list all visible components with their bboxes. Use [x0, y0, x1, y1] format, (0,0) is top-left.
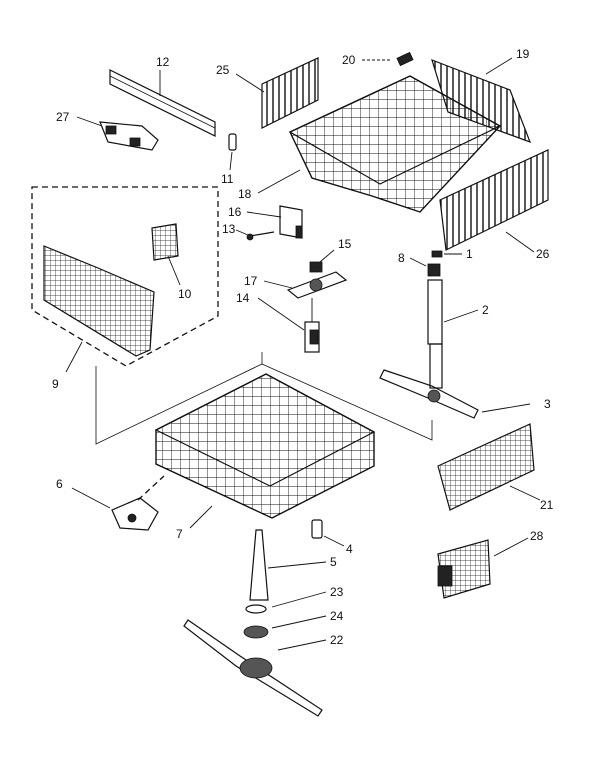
part-18-upper-rack — [257, 75, 502, 213]
part-12-rail — [109, 69, 216, 137]
part-9-basket-group — [31, 186, 219, 373]
callout-8: 8 — [398, 251, 405, 265]
callout-26: 26 — [536, 247, 550, 261]
part-6-wheel-clip — [71, 475, 165, 531]
part-1-seal — [431, 250, 462, 258]
callout-11: 11 — [221, 172, 234, 186]
callout-23: 23 — [330, 585, 344, 599]
callout-17: 17 — [244, 274, 258, 288]
part-27-clip — [76, 116, 159, 151]
part-17-upper-spray-arm — [263, 271, 348, 299]
part-8-nut — [409, 257, 441, 277]
part-24-nut — [243, 615, 327, 639]
assembly-lines — [95, 352, 433, 445]
callout-25: 25 — [216, 63, 230, 77]
callout-19: 19 — [516, 47, 530, 61]
part-16-bracket — [246, 205, 303, 239]
callout-12: 12 — [156, 55, 170, 69]
callout-6: 6 — [56, 477, 63, 491]
part-15-nut — [309, 249, 335, 273]
callout-15: 15 — [338, 237, 352, 251]
callout-1: 1 — [466, 247, 473, 261]
part-23-washer — [245, 591, 327, 614]
part-28-small-basket — [437, 537, 529, 599]
callout-28: 28 — [530, 529, 544, 543]
callout-3: 3 — [544, 397, 551, 411]
callout-20: 20 — [342, 53, 356, 67]
part-25-tine-insert — [235, 57, 319, 129]
callout-18: 18 — [238, 187, 252, 201]
callout-16: 16 — [228, 205, 242, 219]
callout-13: 13 — [222, 222, 236, 236]
part-14-manifold — [257, 297, 320, 353]
part-22-lower-spray-arm — [183, 619, 327, 717]
callout-2: 2 — [482, 303, 489, 317]
part-11-pin — [228, 133, 237, 171]
callout-14: 14 — [236, 291, 250, 305]
part-2-spray-tube — [427, 279, 479, 345]
callout-9: 9 — [52, 377, 59, 391]
callout-7: 7 — [176, 527, 183, 541]
callout-5: 5 — [330, 555, 337, 569]
callout-27: 27 — [56, 110, 70, 124]
callout-21: 21 — [540, 498, 554, 512]
callout-22: 22 — [330, 633, 344, 647]
part-20-fitting — [362, 51, 414, 67]
part-3-middle-spray-arm — [379, 343, 531, 419]
part-5-wash-tower — [249, 529, 327, 601]
part-13-screw — [235, 229, 275, 241]
part-4-spacer — [311, 519, 345, 547]
callout-10: 10 — [178, 287, 192, 301]
part-9-silverware-basket — [43, 245, 155, 357]
callout-4: 4 — [346, 542, 353, 556]
part-26-side-shelf — [439, 149, 549, 253]
part-10-basket-cover — [151, 223, 181, 286]
part-21-basket — [437, 423, 541, 511]
callout-24: 24 — [330, 609, 344, 623]
callout-labels: 12 25 27 11 20 19 18 16 13 15 17 14 10 9… — [52, 47, 554, 647]
part-7-lower-rack — [154, 373, 376, 529]
